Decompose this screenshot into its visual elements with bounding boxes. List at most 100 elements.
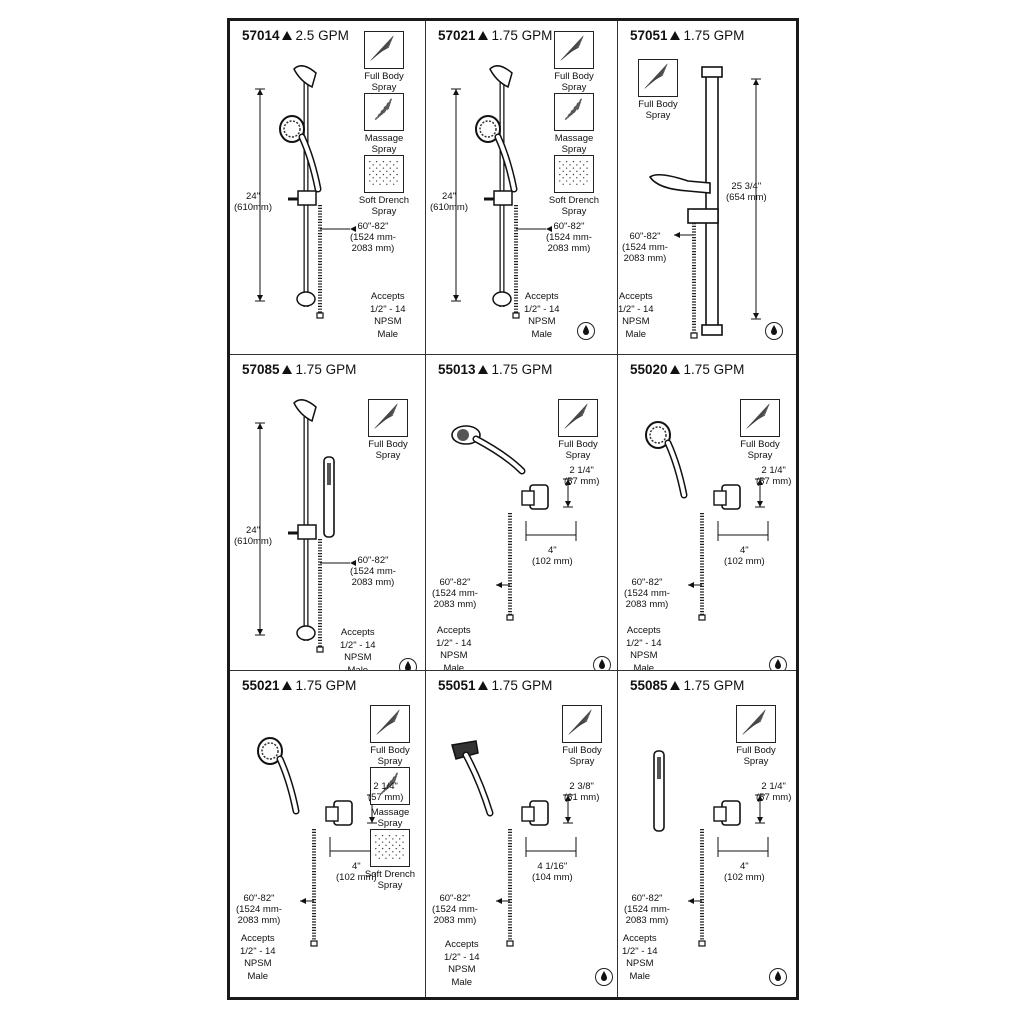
height-dimension-line: (610mm) xyxy=(430,202,469,213)
height-dimension-line: 2 1/4" xyxy=(761,781,786,792)
product-drawing-55021 xyxy=(257,737,381,947)
height-dimension: 2 1/4"(57 mm) xyxy=(756,781,791,803)
depth-dimension-line: 4" xyxy=(740,861,749,872)
height-dimension-line: 2 1/4" xyxy=(761,465,786,476)
spray-option-full-body: Full Body Spray xyxy=(628,59,688,121)
watersense-badge-icon xyxy=(577,322,595,340)
spray-option-soft-drench: Soft Drench Spray xyxy=(360,829,420,891)
connection-spec-line: NPSM xyxy=(626,958,654,969)
connection-spec-line: NPSM xyxy=(440,650,468,661)
depth-dimension-line: (102 mm) xyxy=(336,872,377,883)
soft-drench-spray-icon xyxy=(554,155,594,193)
triangle-marker-icon xyxy=(669,681,680,690)
product-drawing-57014 xyxy=(255,65,356,319)
height-dimension: 24"(610mm) xyxy=(430,191,468,213)
height-dimension: 2 1/4"(57 mm) xyxy=(756,465,791,487)
connection-spec-line: NPSM xyxy=(374,316,402,327)
connection-spec-line: 1/2" - 14 xyxy=(240,945,276,957)
triangle-marker-icon xyxy=(477,365,488,374)
connection-spec-line: Accepts xyxy=(340,627,375,638)
spray-option-full-body: Full Body Spray xyxy=(354,31,414,93)
connection-spec-line: 1/2" - 14 xyxy=(524,303,560,315)
height-dimension: 2 1/4"(57 mm) xyxy=(368,781,403,803)
depth-dimension-line: 4" xyxy=(740,545,749,556)
spray-option-full-body: Full Body Spray xyxy=(552,705,612,767)
hose-length-line: 2083 mm) xyxy=(625,915,669,926)
spray-label: Soft Drench Spray xyxy=(548,195,600,217)
model-number: 57021 xyxy=(438,28,476,43)
hose-length-line: 60"-82" xyxy=(357,555,389,566)
spray-option-full-body: Full Body Spray xyxy=(726,705,786,767)
height-dimension: 2 3/8"(61 mm) xyxy=(564,781,599,803)
full-body-spray-icon xyxy=(364,31,404,69)
height-dimension-line: 24" xyxy=(246,525,260,536)
connection-spec-line: Male xyxy=(629,970,651,982)
spray-label: Full Body Spray xyxy=(740,439,780,461)
hose-length-line: 60"-82" xyxy=(631,893,663,904)
height-dimension-line: (61 mm) xyxy=(564,792,600,803)
watersense-badge-icon xyxy=(593,656,611,670)
product-drawing-55051 xyxy=(451,740,577,947)
model-number: 57014 xyxy=(242,28,280,43)
watersense-badge-icon xyxy=(769,968,787,986)
hose-length: 60"-82"(1524 mm-2083 mm) xyxy=(546,221,592,254)
spray-option-soft-drench: Soft Drench Spray xyxy=(544,155,604,217)
hose-length-line: 2083 mm) xyxy=(351,243,395,254)
triangle-marker-icon xyxy=(669,31,680,40)
model-number: 57085 xyxy=(242,362,280,377)
flow-rate: 1.75 GPM xyxy=(683,362,745,377)
connection-spec-line: Accepts xyxy=(622,933,657,944)
connection-spec-line: 1/2" - 14 xyxy=(626,637,662,649)
depth-dimension: 4"(102 mm) xyxy=(724,861,765,883)
hose-length-line: (1524 mm- xyxy=(432,904,478,915)
product-drawing-55085 xyxy=(653,750,769,947)
spray-label: Massage Spray xyxy=(364,133,404,155)
spray-label: Soft Drench Spray xyxy=(358,195,410,217)
massage-spray-icon xyxy=(364,93,404,131)
hose-length-line: 2083 mm) xyxy=(625,599,669,610)
full-body-spray-icon xyxy=(562,705,602,743)
height-dimension: 25 3/4"(654 mm) xyxy=(726,181,767,203)
spray-label: Full Body Spray xyxy=(562,745,602,767)
spray-label: Full Body Spray xyxy=(364,71,404,93)
flow-rate: 1.75 GPM xyxy=(491,362,553,377)
connection-spec-line: NPSM xyxy=(528,316,556,327)
spray-label: Full Body Spray xyxy=(370,745,410,767)
connection-spec-line: Male xyxy=(377,328,399,340)
connection-spec-line: Accepts xyxy=(436,625,471,636)
connection-spec-line: NPSM xyxy=(244,958,272,969)
hose-length-line: 60"-82" xyxy=(553,221,585,232)
depth-dimension: 4 1/16"(104 mm) xyxy=(532,861,573,883)
hose-length-line: 60"-82" xyxy=(439,577,471,588)
hose-length-line: 60"-82" xyxy=(631,577,663,588)
hose-length: 60"-82"(1524 mm-2083 mm) xyxy=(350,555,396,588)
height-dimension-line: (610mm) xyxy=(234,202,273,213)
spray-label: Massage Spray xyxy=(370,807,410,829)
depth-dimension: 4"(102 mm) xyxy=(532,545,573,567)
hose-length-line: 60"-82" xyxy=(439,893,471,904)
model-number: 55051 xyxy=(438,678,476,693)
triangle-marker-icon xyxy=(477,31,488,40)
spray-option-massage: Massage Spray xyxy=(544,93,604,155)
watersense-badge-icon xyxy=(765,322,783,340)
spray-option-massage: Massage Spray xyxy=(360,767,420,829)
height-dimension: 24"(610mm) xyxy=(234,191,272,213)
height-dimension-line: (57 mm) xyxy=(368,792,404,803)
connection-spec-line: NPSM xyxy=(344,652,372,663)
height-dimension-line: 2 3/8" xyxy=(569,781,594,792)
full-body-spray-icon xyxy=(558,399,598,437)
